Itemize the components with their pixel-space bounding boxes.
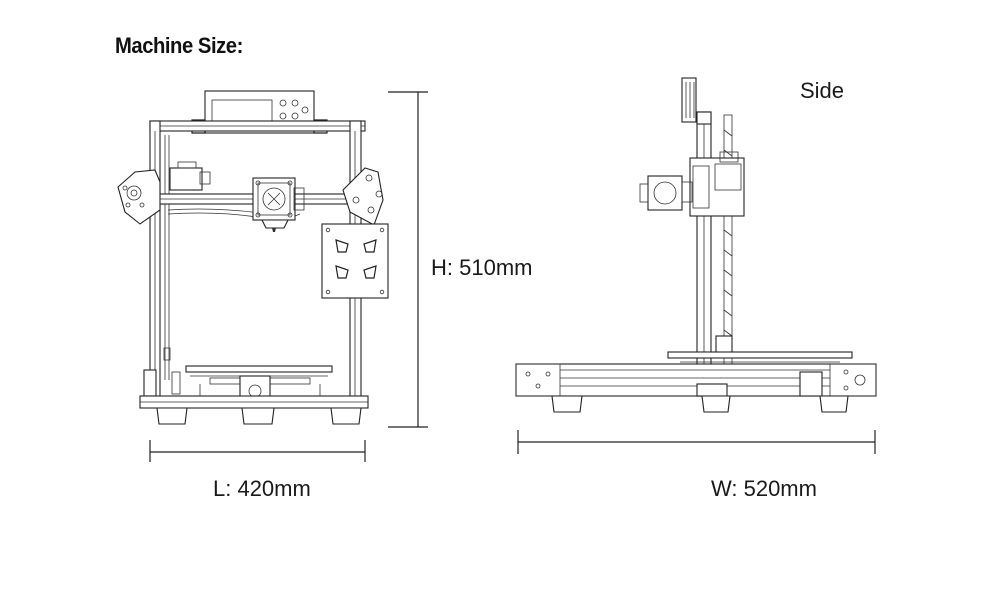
width-dimension-line	[517, 430, 876, 454]
side-view-printer	[515, 77, 877, 413]
side-view-label: Side	[800, 78, 845, 103]
length-dimension-label: L: 420mm	[213, 476, 311, 501]
width-dimension-label: W: 520mm	[711, 476, 817, 501]
front-view-printer	[117, 90, 389, 425]
page-title: Machine Size:	[115, 33, 243, 58]
length-dimension-line	[149, 440, 366, 462]
height-dimension-line	[388, 91, 428, 428]
height-dimension-label: H: 510mm	[431, 255, 533, 280]
